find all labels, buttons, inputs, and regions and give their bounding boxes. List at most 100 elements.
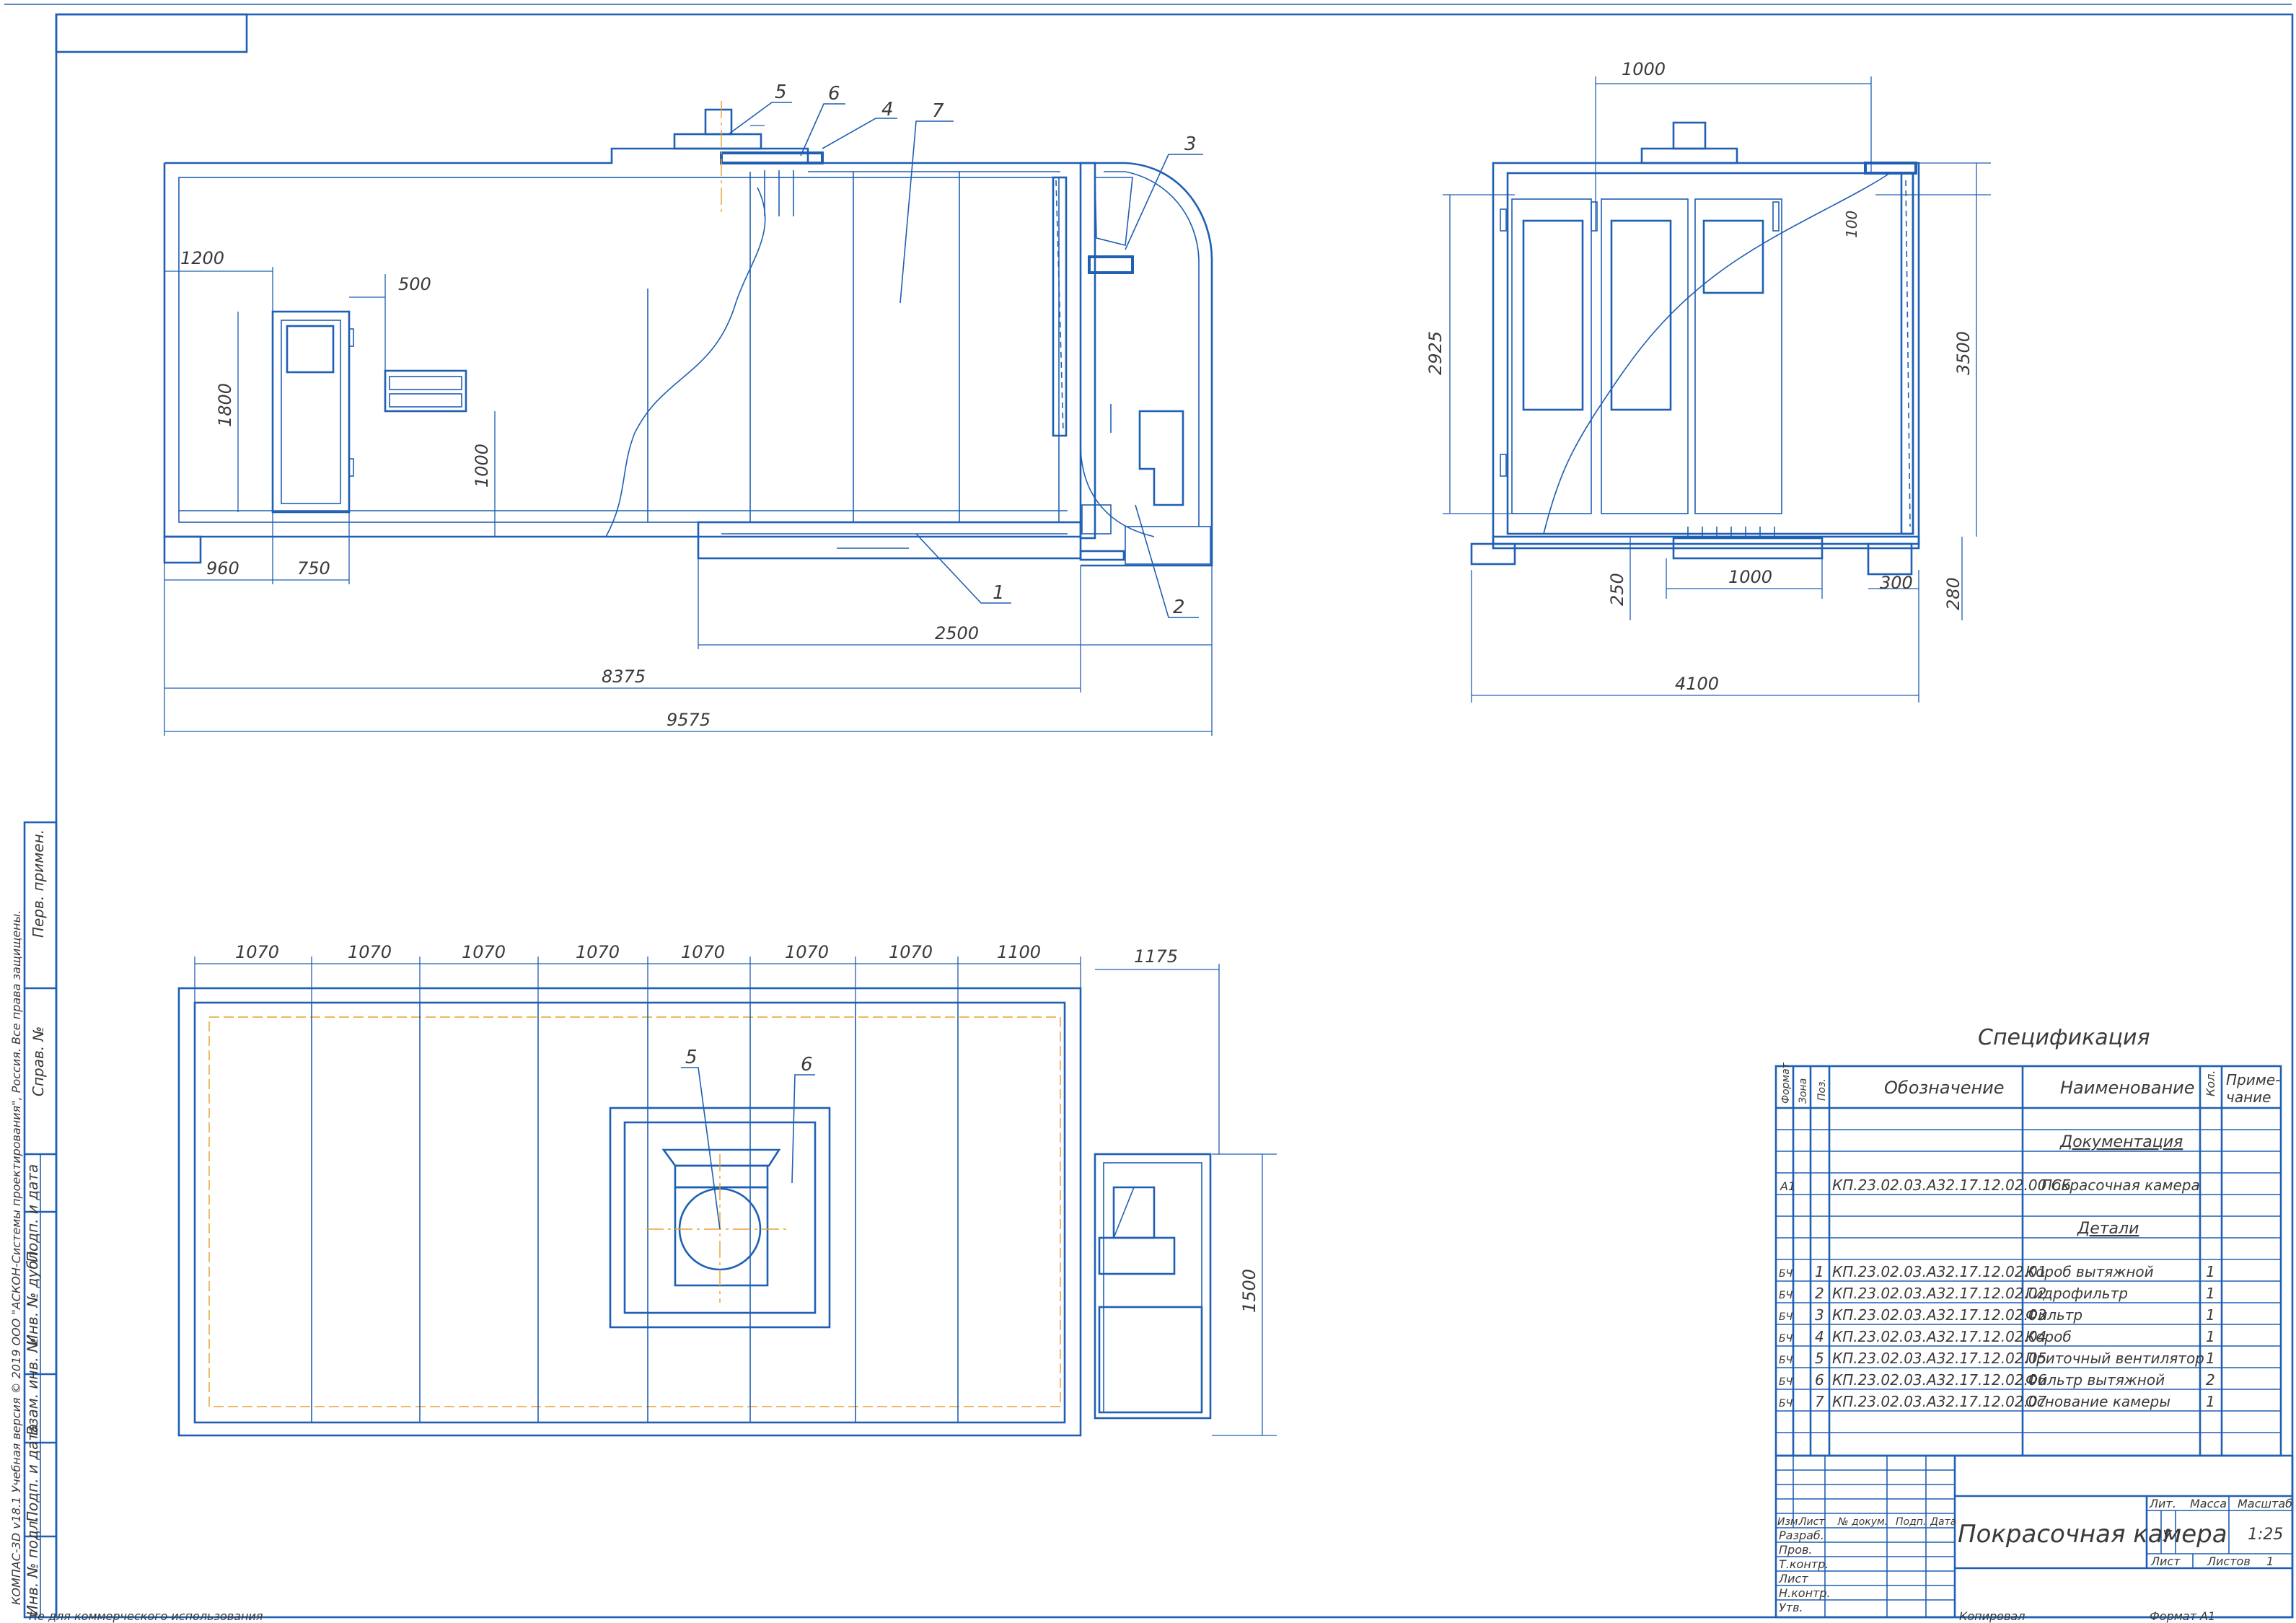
dim-9575: 9575 bbox=[667, 710, 711, 730]
row-qty: 1 bbox=[2206, 1350, 2215, 1367]
row-designation: КП.23.02.03.А32.17.12.02.06 bbox=[1832, 1371, 2046, 1389]
row-pos: 5 bbox=[1815, 1350, 1824, 1367]
spec-header-note-line1: Приме- bbox=[2226, 1071, 2280, 1088]
strip-label-inv-dubl: Инв. № дубл. bbox=[24, 1246, 41, 1345]
spec-doc-format: А1 bbox=[1780, 1179, 1795, 1193]
strip-label-vzam: Взам. инв. № bbox=[24, 1337, 41, 1435]
row-pos: 6 bbox=[1815, 1371, 1824, 1389]
dim-1800: 1800 bbox=[215, 383, 235, 427]
table-row: БЧ 6 КП.23.02.03.А32.17.12.02.06 Фильтр … bbox=[1779, 1371, 2215, 1389]
row-name: Фильтр вытяжной bbox=[2026, 1371, 2165, 1389]
spec-parts-rows: БЧ 1 КП.23.02.03.А32.17.12.02.01 Короб в… bbox=[1779, 1263, 2215, 1410]
row-qty: 1 bbox=[2206, 1393, 2215, 1410]
row-pos: 2 bbox=[1815, 1285, 1824, 1302]
spec-section-parts: Детали bbox=[2077, 1220, 2139, 1238]
row-qty: 2 bbox=[2206, 1371, 2215, 1389]
tb-scale-value: 1:25 bbox=[2248, 1526, 2283, 1544]
row-name: Основание камеры bbox=[2026, 1393, 2170, 1410]
tb-sheets: Листов bbox=[2207, 1554, 2251, 1568]
row-format: БЧ bbox=[1779, 1311, 1793, 1323]
row-designation: КП.23.02.03.А32.17.12.02.07 bbox=[1832, 1393, 2047, 1410]
plan-callout-6: 6 bbox=[801, 1054, 813, 1076]
row-qty: 1 bbox=[2206, 1263, 2215, 1280]
callout-2: 2 bbox=[1173, 597, 1185, 618]
spec-title: Спецификация bbox=[1978, 1025, 2150, 1050]
tb-role-prov: Пров. bbox=[1779, 1543, 1813, 1557]
dim-250: 250 bbox=[1607, 573, 1627, 606]
tb-mass: Масса bbox=[2190, 1497, 2227, 1510]
strip-label-podp2: Подп. и дата bbox=[24, 1424, 41, 1522]
tb-role-list: Лист bbox=[1778, 1572, 1808, 1585]
row-name: Приточный вентилятор bbox=[2026, 1350, 2204, 1367]
spec-header-zone: Зона bbox=[1798, 1078, 1809, 1104]
airflow-arrows bbox=[764, 170, 794, 216]
plan-view bbox=[177, 987, 1212, 1437]
table-row: БЧ 4 КП.23.02.03.А32.17.12.02.04 Короб 1 bbox=[1779, 1328, 2215, 1345]
spec-section-doc: Документация bbox=[2059, 1133, 2183, 1151]
callout-3: 3 bbox=[1184, 133, 1197, 155]
row-qty: 1 bbox=[2206, 1328, 2215, 1345]
spec-header-format: Формат bbox=[1780, 1062, 1792, 1104]
row-designation: КП.23.02.03.А32.17.12.02.03 bbox=[1832, 1306, 2046, 1324]
dim-1200: 1200 bbox=[180, 248, 224, 268]
table-row: БЧ 7 КП.23.02.03.А32.17.12.02.07 Основан… bbox=[1779, 1393, 2215, 1410]
row-format: БЧ bbox=[1779, 1376, 1793, 1388]
row-format: БЧ bbox=[1779, 1355, 1793, 1366]
spec-header-qty: Кол. bbox=[2204, 1070, 2217, 1096]
strip-label-sprav: Справ. № bbox=[30, 1026, 47, 1096]
row-format: БЧ bbox=[1779, 1333, 1793, 1345]
spec-header-note-line2: чание bbox=[2226, 1088, 2271, 1106]
table-row: БЧ 1 КП.23.02.03.А32.17.12.02.01 Короб в… bbox=[1779, 1263, 2215, 1280]
row-pos: 4 bbox=[1815, 1328, 1824, 1345]
side-view bbox=[163, 101, 1213, 567]
plan-dim-1175: 1175 bbox=[1134, 946, 1178, 967]
tb-role-razrab: Разраб. bbox=[1779, 1529, 1824, 1542]
row-format: БЧ bbox=[1779, 1398, 1793, 1409]
plan-callout-5: 5 bbox=[685, 1047, 698, 1068]
plan-dim-6: 1070 bbox=[785, 942, 829, 962]
plan-dim-1: 1070 bbox=[235, 942, 279, 962]
plan-dim-4: 1070 bbox=[576, 942, 620, 962]
tb-col-list: Лист bbox=[1798, 1516, 1825, 1528]
spec-header-pos: Поз. bbox=[1816, 1078, 1828, 1101]
row-pos: 3 bbox=[1815, 1306, 1824, 1324]
table-row: БЧ 5 КП.23.02.03.А32.17.12.02.05 Приточн… bbox=[1779, 1350, 2215, 1367]
sheet-frame bbox=[4, 4, 2294, 1619]
end-view bbox=[1470, 121, 1920, 576]
noncommercial-note: Не для коммерческого использования bbox=[29, 1609, 263, 1623]
dim-1000-bottom: 1000 bbox=[1728, 567, 1772, 587]
tb-scale: Масштаб bbox=[2238, 1497, 2292, 1510]
spec-doc-name: Покрасочная камера bbox=[2041, 1176, 2200, 1194]
tb-copied: Копировал bbox=[1959, 1609, 2025, 1623]
row-designation: КП.23.02.03.А32.17.12.02.02 bbox=[1832, 1285, 2046, 1302]
tb-col-sign: Подп. bbox=[1896, 1516, 1926, 1528]
dim-100: 100 bbox=[1843, 211, 1860, 238]
tb-col-doc: № докум. bbox=[1837, 1516, 1888, 1528]
specification-table: Спецификация Формат Зона Поз. bbox=[1774, 1025, 2285, 1457]
dim-750: 750 bbox=[297, 558, 330, 579]
strip-label-perv: Перв. примен. bbox=[30, 830, 47, 938]
dim-960: 960 bbox=[206, 558, 239, 579]
dim-8375: 8375 bbox=[602, 667, 646, 687]
dim-500: 500 bbox=[398, 274, 431, 294]
tb-lit: Лит. bbox=[2149, 1497, 2176, 1510]
dim-300: 300 bbox=[1880, 573, 1913, 593]
tb-sheets-value: 1 bbox=[2266, 1554, 2274, 1568]
row-name: Фильтр bbox=[2026, 1306, 2082, 1324]
kompas-note: КОМПАС-3D v18.1 Учебная версия © 2019 ОО… bbox=[9, 910, 23, 1605]
row-name: Гидрофильтр bbox=[2026, 1285, 2128, 1302]
row-designation: КП.23.02.03.А32.17.12.02.01 bbox=[1832, 1263, 2046, 1280]
tb-role-tkontr: Т.контр. bbox=[1779, 1557, 1829, 1571]
row-name: Короб вытяжной bbox=[2026, 1263, 2154, 1280]
strip-label-podp1: Подп. и дата bbox=[24, 1164, 41, 1262]
side-view-dimensions: 1200 500 1800 1000 960 750 2500 8375 957… bbox=[164, 125, 1213, 736]
spec-header-note: Приме- чание bbox=[2226, 1071, 2285, 1106]
dim-1000-panel: 1000 bbox=[472, 444, 492, 488]
dim-4100: 4100 bbox=[1675, 674, 1719, 694]
spec-row-lines bbox=[1776, 1129, 2281, 1433]
row-pos: 7 bbox=[1815, 1393, 1824, 1410]
table-row: БЧ 2 КП.23.02.03.А32.17.12.02.02 Гидрофи… bbox=[1779, 1285, 2215, 1302]
tb-col-izm: Изм. bbox=[1777, 1516, 1801, 1528]
table-row: БЧ 3 КП.23.02.03.А32.17.12.02.03 Фильтр … bbox=[1779, 1306, 2215, 1324]
dim-3500: 3500 bbox=[1953, 331, 1974, 375]
